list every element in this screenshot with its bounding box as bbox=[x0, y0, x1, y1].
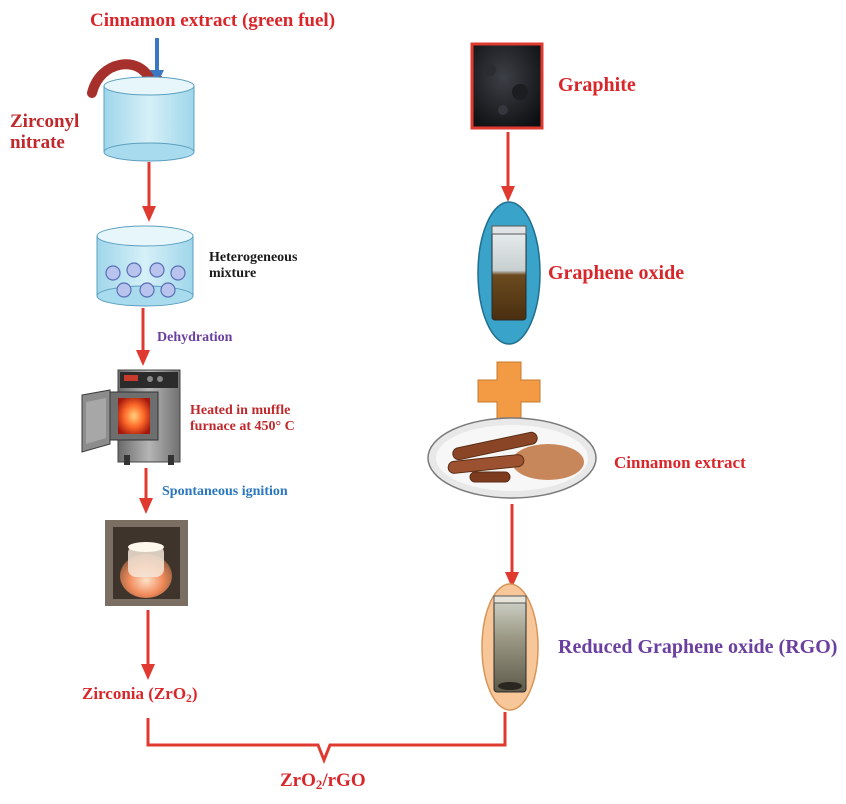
mixture-label: Heterogeneous mixture bbox=[209, 250, 298, 281]
cinnamon-extract-label: Cinnamon extract bbox=[614, 453, 746, 472]
plus-icon bbox=[477, 361, 541, 421]
final-product-subscript: 2 bbox=[315, 777, 323, 793]
muffle-furnace-icon bbox=[81, 369, 181, 465]
dehydration-label: Dehydration bbox=[157, 330, 233, 345]
crucible-ignition-icon bbox=[105, 520, 188, 606]
final-product-text: ZrO bbox=[280, 770, 316, 791]
rgo-label: Reduced Graphene oxide (RGO) bbox=[558, 636, 838, 658]
zirconia-label-subscript: 2 bbox=[186, 691, 192, 705]
fuel-label: Cinnamon extract (green fuel) bbox=[90, 10, 336, 31]
final-product-suffix: /rGO bbox=[322, 770, 366, 791]
arrow-to-zirconia-icon bbox=[141, 610, 155, 680]
graphite-icon bbox=[470, 42, 544, 130]
cinnamon-plate-icon bbox=[427, 417, 597, 499]
furnace-label: Heated in muffle furnace at 450° C bbox=[190, 403, 295, 434]
mixture-beaker-icon bbox=[96, 225, 194, 307]
graphene-oxide-vial-icon bbox=[477, 201, 541, 345]
arrow-to-graphene-oxide-icon bbox=[501, 132, 515, 202]
beaker-icon bbox=[103, 76, 195, 162]
graphene-oxide-label: Graphene oxide bbox=[548, 262, 685, 284]
arrow-dehydration-icon bbox=[136, 308, 150, 366]
precursor-label: Zirconyl nitrate bbox=[10, 111, 80, 154]
graphite-label: Graphite bbox=[558, 74, 636, 96]
arrow-ignition-icon bbox=[139, 468, 153, 514]
zirconia-label-suffix: ) bbox=[191, 684, 198, 703]
ignition-label: Spontaneous ignition bbox=[162, 484, 288, 499]
final-product-label: ZrO2/rGO bbox=[280, 770, 366, 793]
arrow-to-mixture-icon bbox=[142, 162, 156, 222]
rgo-vial-icon bbox=[481, 583, 539, 711]
arrow-to-rgo-icon bbox=[505, 504, 519, 588]
zirconia-label: Zirconia (ZrO2) bbox=[82, 684, 198, 706]
combine-brace bbox=[146, 712, 507, 765]
zirconia-label-text: Zirconia (ZrO bbox=[82, 684, 187, 703]
